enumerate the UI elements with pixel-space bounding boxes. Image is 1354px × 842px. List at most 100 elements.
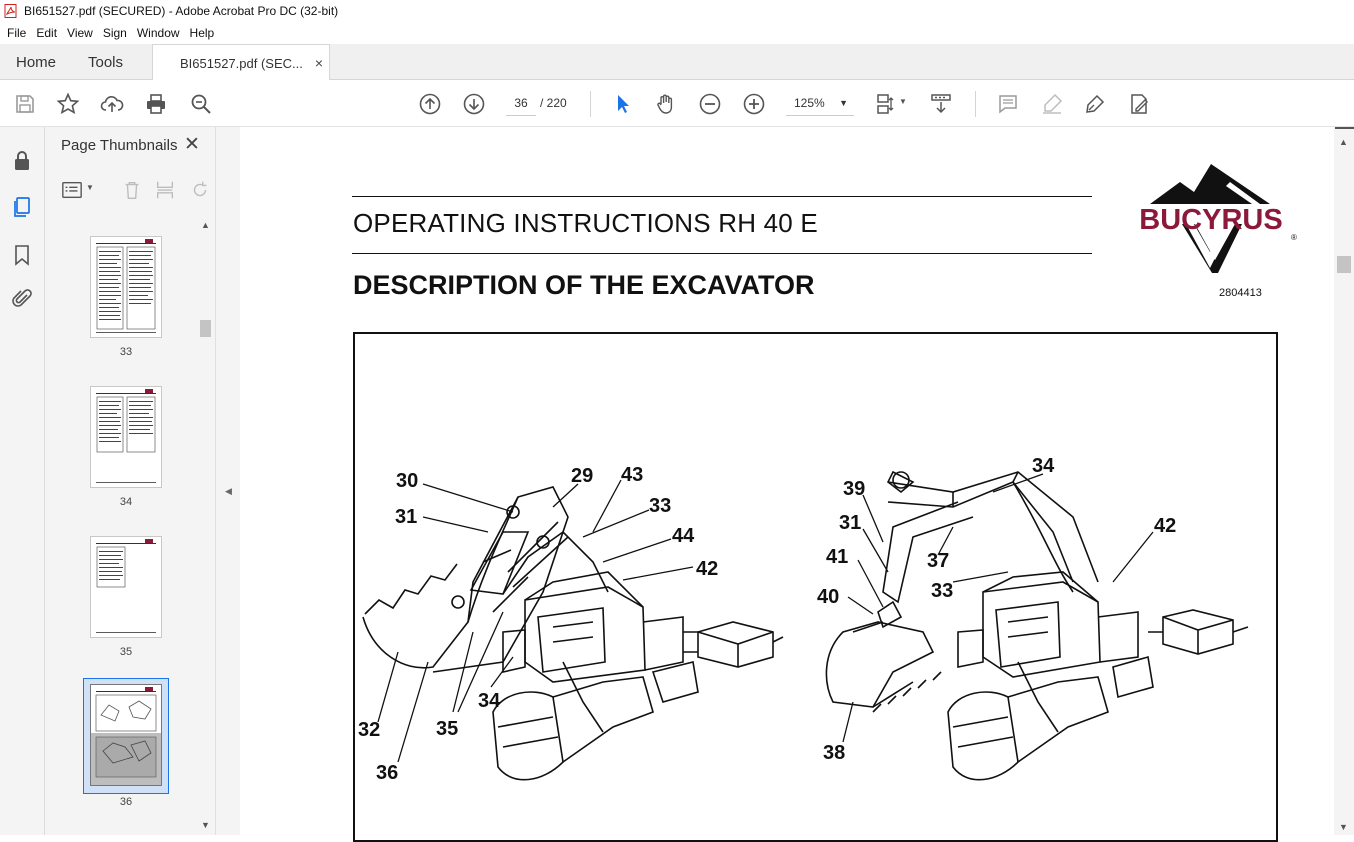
bookmark-icon[interactable] [10, 243, 34, 267]
zoom-in-icon[interactable] [742, 92, 766, 116]
callout-label: 30 [396, 470, 418, 492]
menu-window[interactable]: Window [136, 26, 180, 40]
menu-bar: File Edit View Sign Window Help [0, 22, 1354, 44]
zoom-level-value: 125% [794, 96, 825, 110]
thumbnail-preview [91, 685, 161, 785]
scroll-mode-icon[interactable] [929, 92, 953, 116]
callout-label: 31 [839, 512, 861, 534]
callout-label: 29 [571, 465, 593, 487]
tab-document[interactable]: BI651527.pdf (SEC... × [152, 44, 330, 81]
thumbnail-page-33[interactable] [90, 236, 162, 338]
hand-tool-icon[interactable] [654, 92, 678, 116]
panel-splitter[interactable]: ◀ [215, 127, 240, 835]
page-thumbnails-panel: Page Thumbnails ✕ ▼ 33 [45, 127, 215, 835]
tab-bar: Home Tools BI651527.pdf (SEC... × [0, 44, 1354, 81]
document-heading: DESCRIPTION OF THE EXCAVATOR [353, 270, 815, 300]
thumbnail-preview [96, 539, 156, 633]
scrollbar-thumb[interactable] [1337, 256, 1351, 273]
sign-pen-icon[interactable] [1083, 92, 1107, 116]
logo-wordmark: BUCYRUS [1139, 204, 1282, 236]
callout-label: 39 [843, 478, 865, 500]
chevron-down-icon: ▼ [839, 98, 848, 108]
close-panel-icon[interactable]: ✕ [184, 134, 200, 155]
left-navigation-rail [0, 127, 45, 835]
tab-tools[interactable]: Tools [88, 53, 124, 71]
menu-edit[interactable]: Edit [36, 26, 58, 40]
callout-label: 34 [1032, 455, 1055, 477]
lock-icon[interactable] [10, 149, 34, 173]
toolbar: 36 / 220 125% ▼ ▼ [0, 80, 1354, 127]
scroll-down-arrow-icon[interactable]: ▼ [201, 820, 210, 830]
toolbar-divider [590, 91, 591, 117]
zoom-out-icon[interactable] [698, 92, 722, 116]
upload-cloud-icon[interactable] [100, 92, 124, 116]
chevron-down-icon[interactable]: ▼ [899, 97, 907, 106]
scroll-down-arrow-icon[interactable]: ▼ [1339, 822, 1348, 832]
fill-sign-icon[interactable] [1127, 92, 1151, 116]
scrollbar-thumb[interactable] [200, 320, 211, 337]
attachment-icon[interactable] [10, 287, 34, 311]
thumbnail-page-label: 34 [119, 496, 133, 508]
menu-sign[interactable]: Sign [102, 26, 127, 40]
delete-page-icon[interactable] [121, 179, 143, 201]
rotate-page-icon[interactable] [189, 179, 211, 201]
thumbnail-preview [96, 239, 156, 333]
callout-label: 37 [927, 550, 949, 572]
logo-registered-mark: ® [1291, 233, 1297, 242]
star-icon[interactable] [56, 92, 80, 116]
thumbnail-list: 33 34 35 [45, 222, 203, 835]
left-excavator-drawing [362, 486, 784, 781]
scroll-up-arrow-icon[interactable]: ▲ [1339, 137, 1348, 147]
callout-label: 40 [817, 586, 839, 608]
highlight-pen-icon[interactable] [1040, 92, 1064, 116]
thumbnail-page-label: 35 [119, 646, 133, 658]
callout-label: 34 [478, 690, 501, 712]
callout-label: 33 [649, 495, 671, 517]
callout-label: 41 [826, 546, 848, 568]
tab-home[interactable]: Home [16, 53, 57, 71]
page-number-input[interactable]: 36 [506, 92, 536, 116]
document-scrollbar[interactable]: ▲ ▼ [1334, 127, 1354, 835]
scrollbar-top-marker [1335, 127, 1354, 129]
page-fit-icon[interactable] [874, 92, 898, 116]
right-leader-lines [842, 473, 1154, 743]
chevron-down-icon[interactable]: ▼ [86, 183, 94, 192]
callout-label: 44 [672, 525, 695, 547]
zoom-search-icon[interactable] [189, 92, 213, 116]
page-thumbnails-icon[interactable] [10, 195, 34, 219]
callout-label: 38 [823, 742, 845, 764]
scroll-up-arrow-icon[interactable]: ▲ [201, 220, 210, 230]
document-view [240, 127, 1334, 835]
thumbnail-page-36[interactable] [90, 684, 162, 786]
options-menu-icon[interactable] [61, 179, 83, 201]
insert-page-icon[interactable] [154, 179, 176, 201]
thumbnail-page-35[interactable] [90, 536, 162, 638]
window-title: BI651527.pdf (SECURED) - Adobe Acrobat P… [24, 4, 339, 18]
document-subtitle: OPERATING INSTRUCTIONS RH 40 E [353, 208, 818, 238]
select-cursor-icon[interactable] [610, 92, 634, 116]
thumbnail-page-34[interactable] [90, 386, 162, 488]
bucyrus-logo: BUCYRUS ® [1139, 164, 1297, 273]
callout-label: 35 [436, 718, 458, 740]
menu-help[interactable]: Help [189, 26, 215, 40]
close-tab-icon[interactable]: × [314, 55, 323, 71]
next-page-icon[interactable] [462, 92, 486, 116]
panel-title: Page Thumbnails [61, 137, 178, 154]
right-callout-labels: 34 39 31 42 37 41 33 40 38 [817, 455, 1176, 764]
menu-file[interactable]: File [7, 26, 27, 40]
previous-page-icon[interactable] [418, 92, 442, 116]
thumbnail-scrollbar[interactable]: ▲ ▼ [198, 216, 213, 835]
page-total: / 220 [540, 96, 567, 110]
callout-label: 31 [395, 506, 417, 528]
save-icon[interactable] [13, 92, 37, 116]
tab-document-label: BI651527.pdf (SEC... [180, 55, 303, 71]
comment-icon[interactable] [996, 92, 1020, 116]
collapse-panel-arrow-icon[interactable]: ◀ [225, 486, 232, 496]
title-bar: BI651527.pdf (SECURED) - Adobe Acrobat P… [0, 0, 1354, 22]
pdf-app-icon [4, 4, 17, 18]
print-icon[interactable] [144, 92, 168, 116]
zoom-level-select[interactable]: 125% ▼ [786, 92, 854, 116]
thumbnail-page-label: 33 [119, 346, 133, 358]
right-excavator-drawing [825, 470, 1249, 781]
menu-view[interactable]: View [67, 26, 93, 40]
